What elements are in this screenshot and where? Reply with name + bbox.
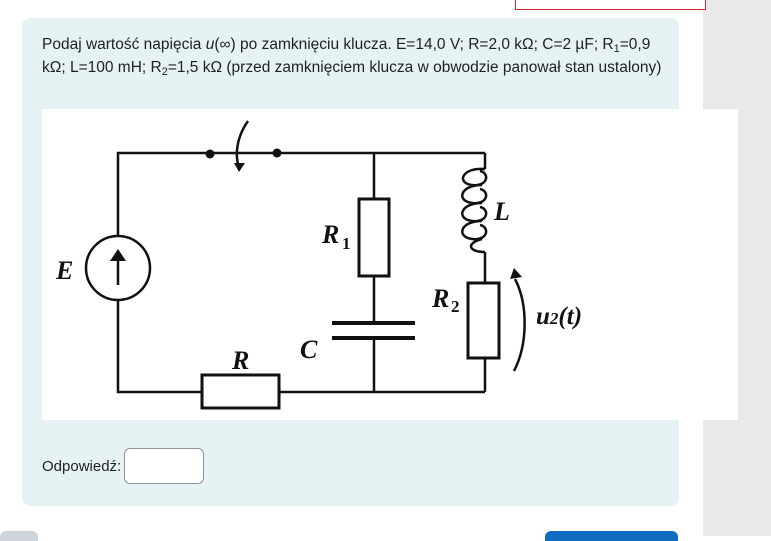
answer-row: Odpowiedź: [42, 448, 205, 484]
next-page-button[interactable] [545, 531, 678, 541]
switch-arc-arrowhead [234, 163, 245, 172]
label-r: R [231, 346, 249, 375]
label-r1: R [321, 220, 339, 249]
label-c: C [300, 335, 318, 364]
question-text: Podaj wartość napięcia u(∞) po zamknięci… [42, 36, 662, 78]
switch-contact-right [272, 148, 282, 158]
inductor-l [461, 167, 488, 254]
label-r2: R [431, 284, 449, 313]
circuit-diagram: E R R 1 C L R 2 u2(t) [42, 109, 738, 420]
label-l: L [493, 197, 510, 226]
voltage-u2-arrow [512, 278, 526, 372]
previous-page-button[interactable] [0, 531, 38, 541]
label-r1-sub: 1 [342, 234, 351, 253]
flag-question-box[interactable] [515, 0, 706, 10]
label-u2: u2(t) [536, 303, 582, 330]
circuit-svg: E R R 1 C L R 2 u2(t) [55, 120, 582, 410]
resistor-r1 [357, 197, 391, 278]
switch-arc [235, 120, 250, 168]
source-e-arrowhead [110, 249, 126, 261]
answer-input[interactable] [124, 448, 205, 484]
label-r2-sub: 2 [451, 297, 460, 316]
switch-contact-left [205, 149, 215, 159]
voltage-u2-arrowhead [510, 268, 522, 279]
resistor-r [200, 373, 281, 410]
label-e: E [55, 256, 73, 285]
answer-label: Odpowiedź: [42, 457, 122, 475]
wire-left-top [116, 151, 210, 244]
wire-left-bottom [116, 299, 202, 394]
resistor-r2 [466, 281, 501, 360]
